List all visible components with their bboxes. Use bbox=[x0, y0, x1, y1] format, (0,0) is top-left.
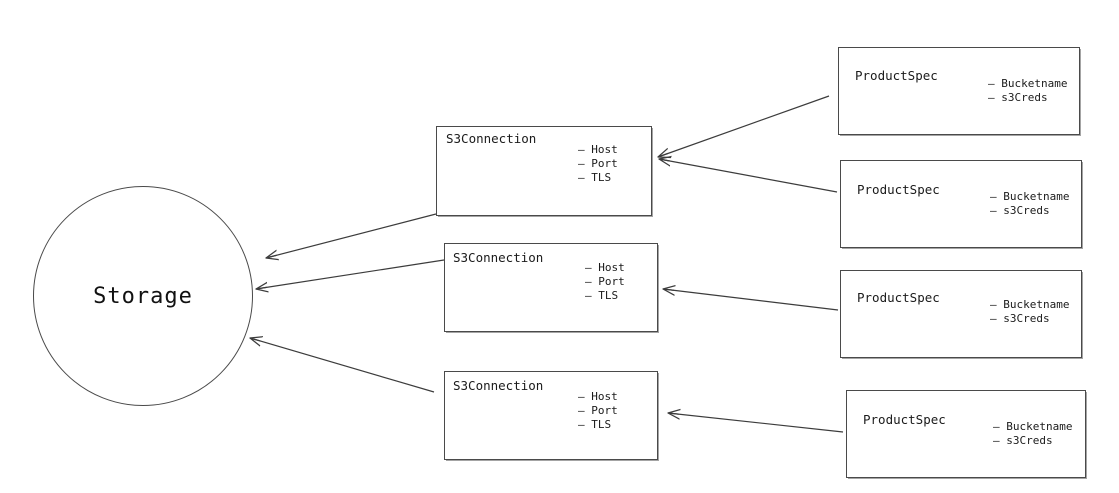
s3connection-attribute: – TLS bbox=[578, 418, 612, 431]
s3connection-2-to-storage-arrow bbox=[256, 259, 445, 289]
s3connection-box[interactable] bbox=[444, 243, 658, 332]
s3connection-title: S3Connection bbox=[453, 250, 544, 265]
s3connection-attribute: – Port bbox=[578, 404, 618, 417]
productspec-attribute: – s3Creds bbox=[990, 204, 1050, 217]
s3connection-title: S3Connection bbox=[446, 131, 537, 146]
s3connection-1-to-storage-arrow bbox=[266, 213, 437, 258]
productspec-2-to-s3connection-1-arrow bbox=[659, 159, 838, 193]
productspec-title: ProductSpec bbox=[863, 412, 946, 427]
storage-label: Storage bbox=[93, 283, 193, 309]
productspec-4-to-s3connection-3-arrow bbox=[668, 413, 844, 433]
s3connection-box[interactable] bbox=[436, 126, 652, 216]
s3connection-attribute: – Host bbox=[585, 261, 625, 274]
productspec-1-to-s3connection-1-arrow bbox=[658, 95, 830, 157]
productspec-box[interactable] bbox=[846, 390, 1086, 478]
s3connection-attribute-list: – Host– Port– TLS bbox=[578, 143, 618, 185]
productspec-attribute: – Bucketname bbox=[990, 298, 1070, 311]
productspec-attribute: – Bucketname bbox=[988, 77, 1068, 90]
productspec-attribute-list: – Bucketname– s3Creds bbox=[990, 190, 1069, 218]
productspec-box[interactable] bbox=[840, 270, 1082, 358]
s3connection-box[interactable] bbox=[444, 371, 658, 460]
s3connection-attribute: – TLS bbox=[578, 171, 612, 184]
productspec-attribute-list: – Bucketname– s3Creds bbox=[988, 77, 1067, 105]
productspec-title: ProductSpec bbox=[857, 182, 940, 197]
s3connection-3-to-storage-arrow bbox=[250, 338, 435, 393]
s3connection-attribute-list: – Host– Port– TLS bbox=[578, 390, 618, 432]
s3connection-attribute-list: – Host– Port– TLS bbox=[585, 261, 625, 303]
s3connection-title: S3Connection bbox=[453, 378, 544, 393]
productspec-attribute: – s3Creds bbox=[990, 312, 1050, 325]
productspec-title: ProductSpec bbox=[855, 68, 938, 83]
productspec-attribute: – Bucketname bbox=[990, 190, 1070, 203]
s3connection-attribute: – Host bbox=[578, 143, 618, 156]
s3connection-attribute: – TLS bbox=[585, 289, 619, 302]
storage-circle-node[interactable]: Storage bbox=[33, 186, 253, 406]
arrow-group bbox=[250, 95, 844, 433]
productspec-3-to-s3connection-2-arrow bbox=[663, 289, 839, 311]
s3connection-attribute: – Port bbox=[578, 157, 618, 170]
productspec-title: ProductSpec bbox=[857, 290, 940, 305]
productspec-attribute: – s3Creds bbox=[988, 91, 1048, 104]
productspec-attribute-list: – Bucketname– s3Creds bbox=[990, 298, 1069, 326]
s3connection-attribute: – Port bbox=[585, 275, 625, 288]
productspec-attribute-list: – Bucketname– s3Creds bbox=[993, 420, 1072, 448]
productspec-box[interactable] bbox=[838, 47, 1080, 135]
s3connection-attribute: – Host bbox=[578, 390, 618, 403]
productspec-box[interactable] bbox=[840, 160, 1082, 248]
productspec-attribute: – s3Creds bbox=[993, 434, 1053, 447]
productspec-attribute: – Bucketname bbox=[993, 420, 1073, 433]
